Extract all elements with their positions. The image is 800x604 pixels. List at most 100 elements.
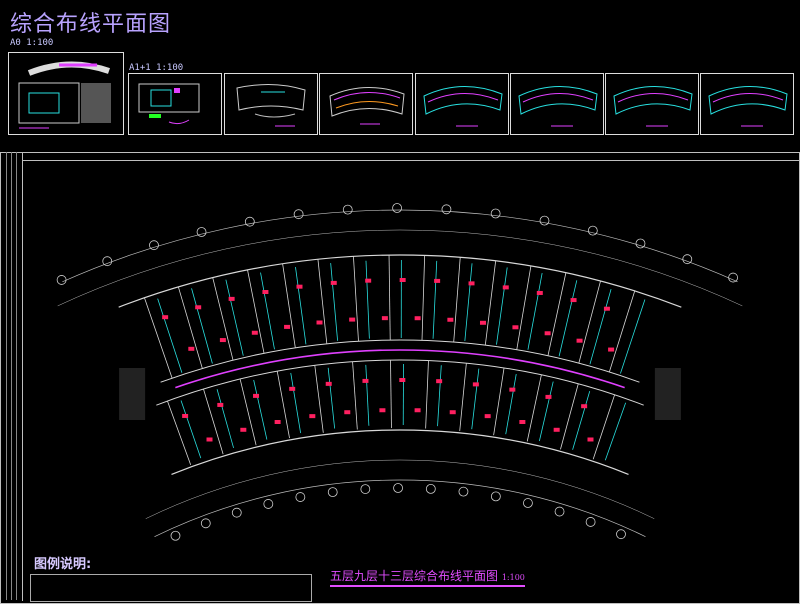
room-divider [609,291,634,372]
grid-bubble [393,204,402,213]
stair-block-left [119,368,145,420]
grid-bubble [361,485,370,494]
duct-line [465,263,472,341]
outlet-marker [509,388,515,392]
room-divider [283,264,296,348]
room-divider [353,256,358,341]
duct-line [331,263,338,341]
outlet-marker [162,315,168,319]
grid-bubble [491,209,500,218]
grid-bubble [729,273,738,282]
duct-line [366,261,369,339]
grid-bubble [555,507,564,516]
outlet-marker [587,437,593,441]
outlet-marker [554,428,560,432]
room-divider [315,365,324,432]
duct-line [226,280,243,356]
outlet-marker [545,331,551,335]
outlet-marker [296,285,302,289]
grid-bubble [149,241,158,250]
outlet-marker [485,414,491,418]
outlet-marker [182,414,188,418]
grid-bubble [491,492,500,501]
grid-bubble [57,275,66,284]
inner-wall [171,430,628,474]
duct-line [620,299,644,373]
corridor-wall-outer [161,340,640,382]
duct-line [539,382,553,441]
room-divider [144,298,172,378]
grid-bubble [343,205,352,214]
grid-bubble [232,508,241,517]
outlet-marker [217,403,223,407]
outlet-marker [503,285,509,289]
room-divider [422,255,425,340]
grid-bubble [586,517,595,526]
room-divider [389,255,390,340]
outlet-marker [344,410,350,414]
duct-line [573,391,590,450]
outlet-marker [289,387,295,391]
duct-line [254,380,267,440]
duct-line [192,288,213,363]
plan-title: 五层九层十三层综合布线平面图 1:100 [330,567,525,587]
duct-line [366,365,369,426]
duct-line [438,365,442,426]
room-divider [494,368,504,435]
outlet-marker [317,320,323,324]
outlet-marker [229,297,235,301]
grid-bubble [394,484,403,493]
grid-bubble [426,484,435,493]
grid-bubble [245,217,254,226]
room-divider [213,278,233,361]
legend-title: 图例说明: [34,553,91,572]
duct-line [496,267,507,344]
dimension-arc-outer-2 [58,230,743,306]
outlet-marker [349,318,355,322]
outlet-marker [581,404,587,408]
outlet-marker [382,316,388,320]
grid-bubble [296,493,305,502]
outlet-marker [469,281,475,285]
outlet-marker [252,331,258,335]
plan-title-text: 五层九层十三层综合布线平面图 [330,569,498,583]
grid-bubble [523,499,532,508]
duct-line [217,389,234,448]
duct-line [433,261,437,339]
outlet-marker [577,339,583,343]
grid-bubble [616,530,625,539]
outlet-marker [473,382,479,386]
outlet-marker [362,379,368,383]
outlet-marker [331,281,337,285]
outlet-marker [207,437,213,441]
room-divider [240,379,256,445]
grid-bubble [459,487,468,496]
corridor-wall-inner [156,360,643,405]
grid-bubble [588,226,597,235]
grid-bubble [171,531,180,540]
legend-table [30,574,312,602]
room-divider [178,287,202,369]
room-divider [460,363,467,431]
room-divider [277,371,289,438]
duct-line [328,368,334,429]
outlet-marker [415,408,421,412]
stair-block-right [655,368,681,420]
duct-line [472,369,479,430]
grid-bubble [540,216,549,225]
outlet-marker [275,420,281,424]
grid-bubble [294,210,303,219]
room-divider [527,375,541,442]
outlet-marker [512,325,518,329]
outlet-marker [195,305,201,309]
outlet-marker [284,325,290,329]
outlet-marker [365,279,371,283]
outlet-marker [537,291,543,295]
outlet-marker [326,382,332,386]
grid-bubble [197,228,206,237]
room-divider [353,362,358,430]
outlet-marker [545,395,551,399]
room-divider [548,273,566,356]
duct-line [590,289,611,364]
